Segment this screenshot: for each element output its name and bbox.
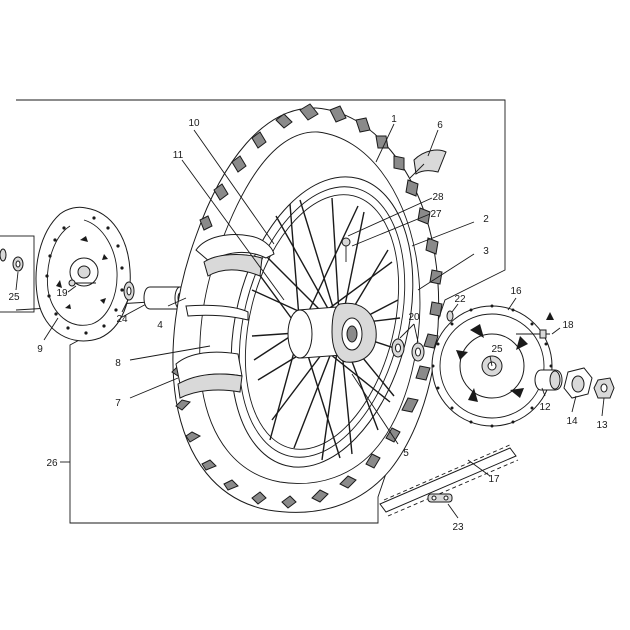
callout-2: 2 bbox=[483, 214, 489, 225]
callout-23: 23 bbox=[452, 522, 464, 533]
callout-11: 11 bbox=[173, 150, 184, 161]
callout-22: 22 bbox=[454, 294, 466, 305]
callout-labels: 1 2 3 4 5 6 7 8 9 10 11 12 13 14 16 17 1… bbox=[8, 114, 608, 533]
callout-6: 6 bbox=[437, 120, 443, 131]
disc-screw-left bbox=[0, 235, 35, 313]
callout-20: 20 bbox=[408, 312, 420, 323]
callout-4: 4 bbox=[157, 320, 163, 331]
callout-17: 17 bbox=[488, 474, 500, 485]
callout-25-sprocket: 25 bbox=[491, 344, 503, 355]
axle-spacer bbox=[534, 369, 563, 391]
washer bbox=[446, 310, 454, 322]
callout-8: 8 bbox=[115, 358, 121, 369]
callout-18: 18 bbox=[562, 320, 574, 331]
callout-9: 9 bbox=[37, 344, 43, 355]
callout-27: 27 bbox=[430, 209, 442, 220]
rim-lock bbox=[409, 149, 447, 179]
callout-10: 10 bbox=[188, 118, 200, 129]
callout-13: 13 bbox=[596, 420, 608, 431]
brake-disc bbox=[35, 206, 131, 342]
rim-band bbox=[195, 234, 275, 277]
sprocket-bolt bbox=[516, 312, 554, 339]
disc-bolt bbox=[68, 279, 96, 287]
inner-tube bbox=[185, 304, 249, 321]
callout-5: 5 bbox=[403, 448, 409, 459]
leader-lines bbox=[15, 123, 605, 519]
callout-24: 24 bbox=[116, 314, 128, 325]
callout-28: 28 bbox=[432, 192, 444, 203]
spacer-ring bbox=[123, 281, 135, 301]
callout-1: 1 bbox=[391, 114, 397, 125]
wheel-bearings bbox=[391, 338, 425, 362]
callout-14: 14 bbox=[566, 416, 578, 427]
callout-26: 26 bbox=[46, 458, 58, 469]
drive-chain bbox=[379, 443, 519, 517]
callout-12: 12 bbox=[539, 402, 551, 413]
callout-7: 7 bbox=[115, 398, 121, 409]
valve-cap bbox=[341, 237, 351, 262]
callout-19: 19 bbox=[56, 288, 68, 299]
callout-3: 3 bbox=[483, 246, 489, 257]
axle-nut bbox=[563, 367, 593, 399]
callout-16: 16 bbox=[510, 286, 522, 297]
callout-25-left: 25 bbox=[8, 292, 20, 303]
chain-master-link bbox=[427, 493, 453, 503]
tube-band bbox=[175, 351, 243, 399]
hub bbox=[287, 302, 377, 363]
lock-nut bbox=[593, 377, 615, 399]
